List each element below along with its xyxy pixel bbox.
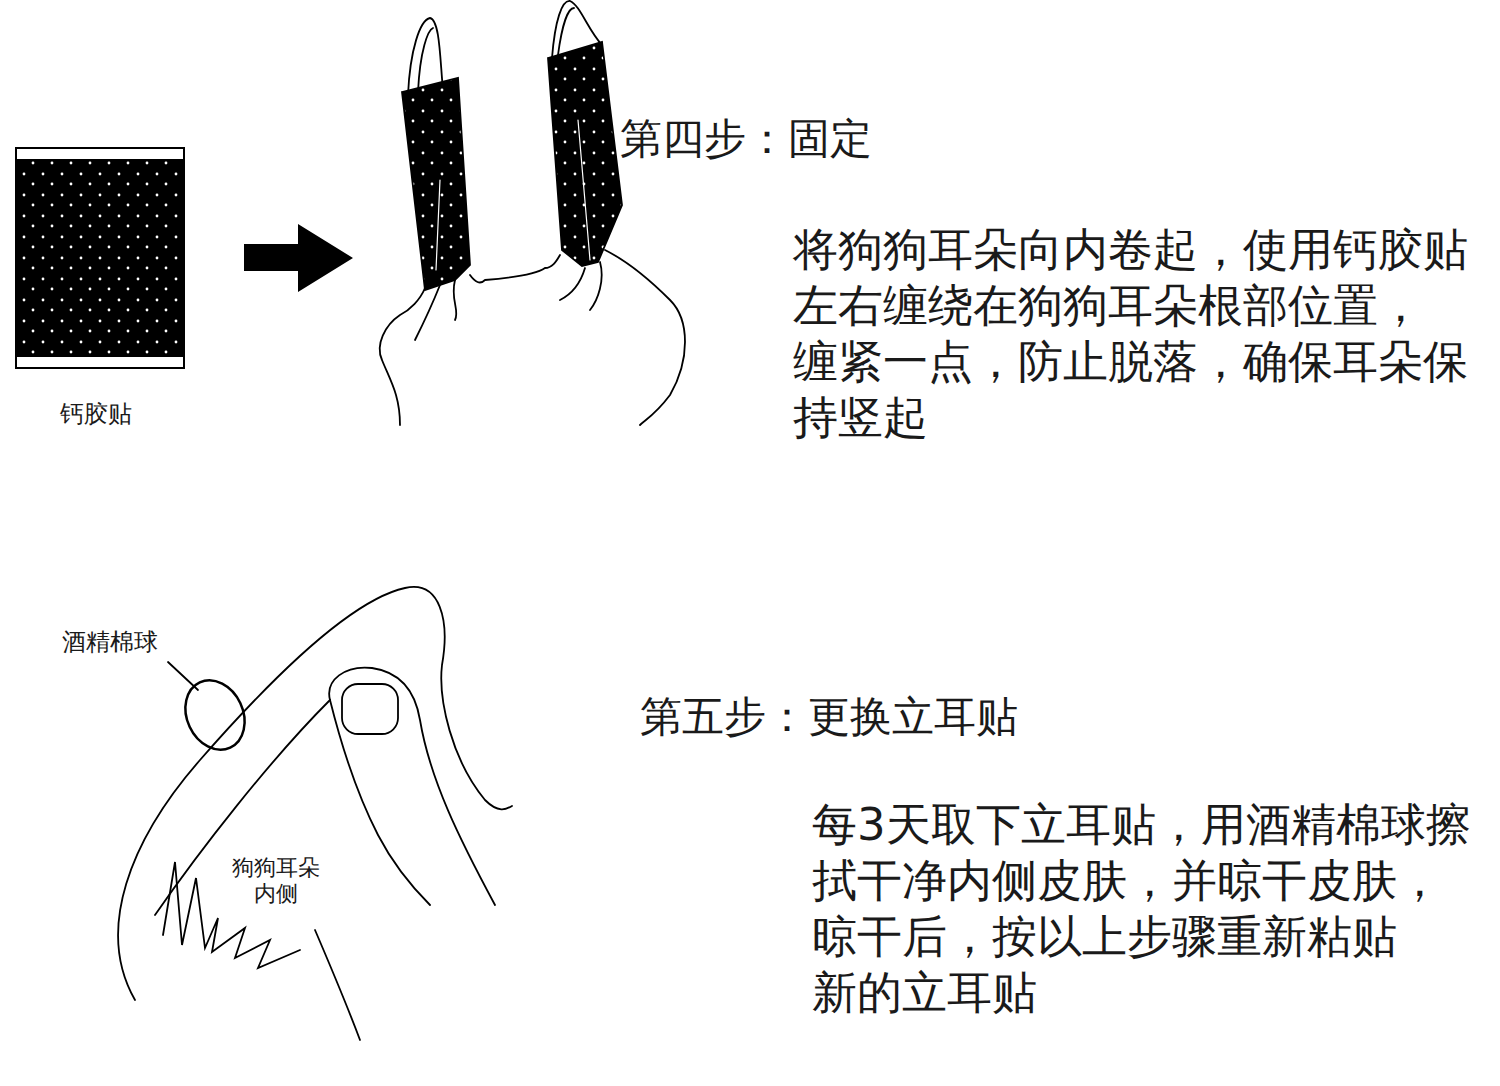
part-label: 钙胶贴	[60, 400, 132, 429]
step-heading: 第四步：固定	[620, 114, 872, 164]
thumbnail	[342, 684, 398, 734]
head-fold	[454, 280, 457, 320]
head-outline	[605, 250, 685, 425]
patch-strip	[16, 148, 184, 160]
ear-tip	[418, 28, 433, 92]
head-outline	[470, 255, 560, 282]
wrapped-ear	[402, 78, 470, 290]
part-label: 酒精棉球	[62, 628, 158, 657]
step-heading: 第五步：更换立耳贴	[640, 692, 1018, 742]
arrow-symbol	[244, 224, 353, 292]
calcium-patch	[16, 148, 184, 368]
hand-outline	[315, 930, 360, 1040]
cotton-ball	[174, 671, 255, 760]
part-label: 狗狗耳朵 内侧	[225, 855, 326, 907]
patch-seam	[436, 180, 440, 270]
patch-seam	[578, 120, 590, 260]
thumb-outline	[329, 668, 495, 905]
thumb-outline	[330, 700, 430, 905]
ear-tip	[558, 8, 574, 55]
ear-outline	[118, 587, 512, 1000]
step-body: 每3天取下立耳贴，用酒精棉球擦 拭干净内侧皮肤，并晾干皮肤， 晾干后，按以上步骤…	[812, 797, 1487, 1021]
head-fold	[415, 285, 440, 340]
step-body: 将狗狗耳朵向内卷起，使用钙胶贴 左右缠绕在狗狗耳朵根部位置， 缠紧一点，防止脱落…	[793, 222, 1486, 446]
patch-strip	[16, 356, 184, 368]
head-fold	[590, 262, 602, 310]
head-outline	[380, 288, 425, 425]
dog-ears	[380, 1, 685, 425]
head-fold	[560, 268, 585, 300]
wrapped-ear	[548, 42, 622, 266]
hand-ear	[118, 587, 512, 1040]
patch-body	[16, 148, 184, 368]
leader-line	[168, 662, 198, 690]
